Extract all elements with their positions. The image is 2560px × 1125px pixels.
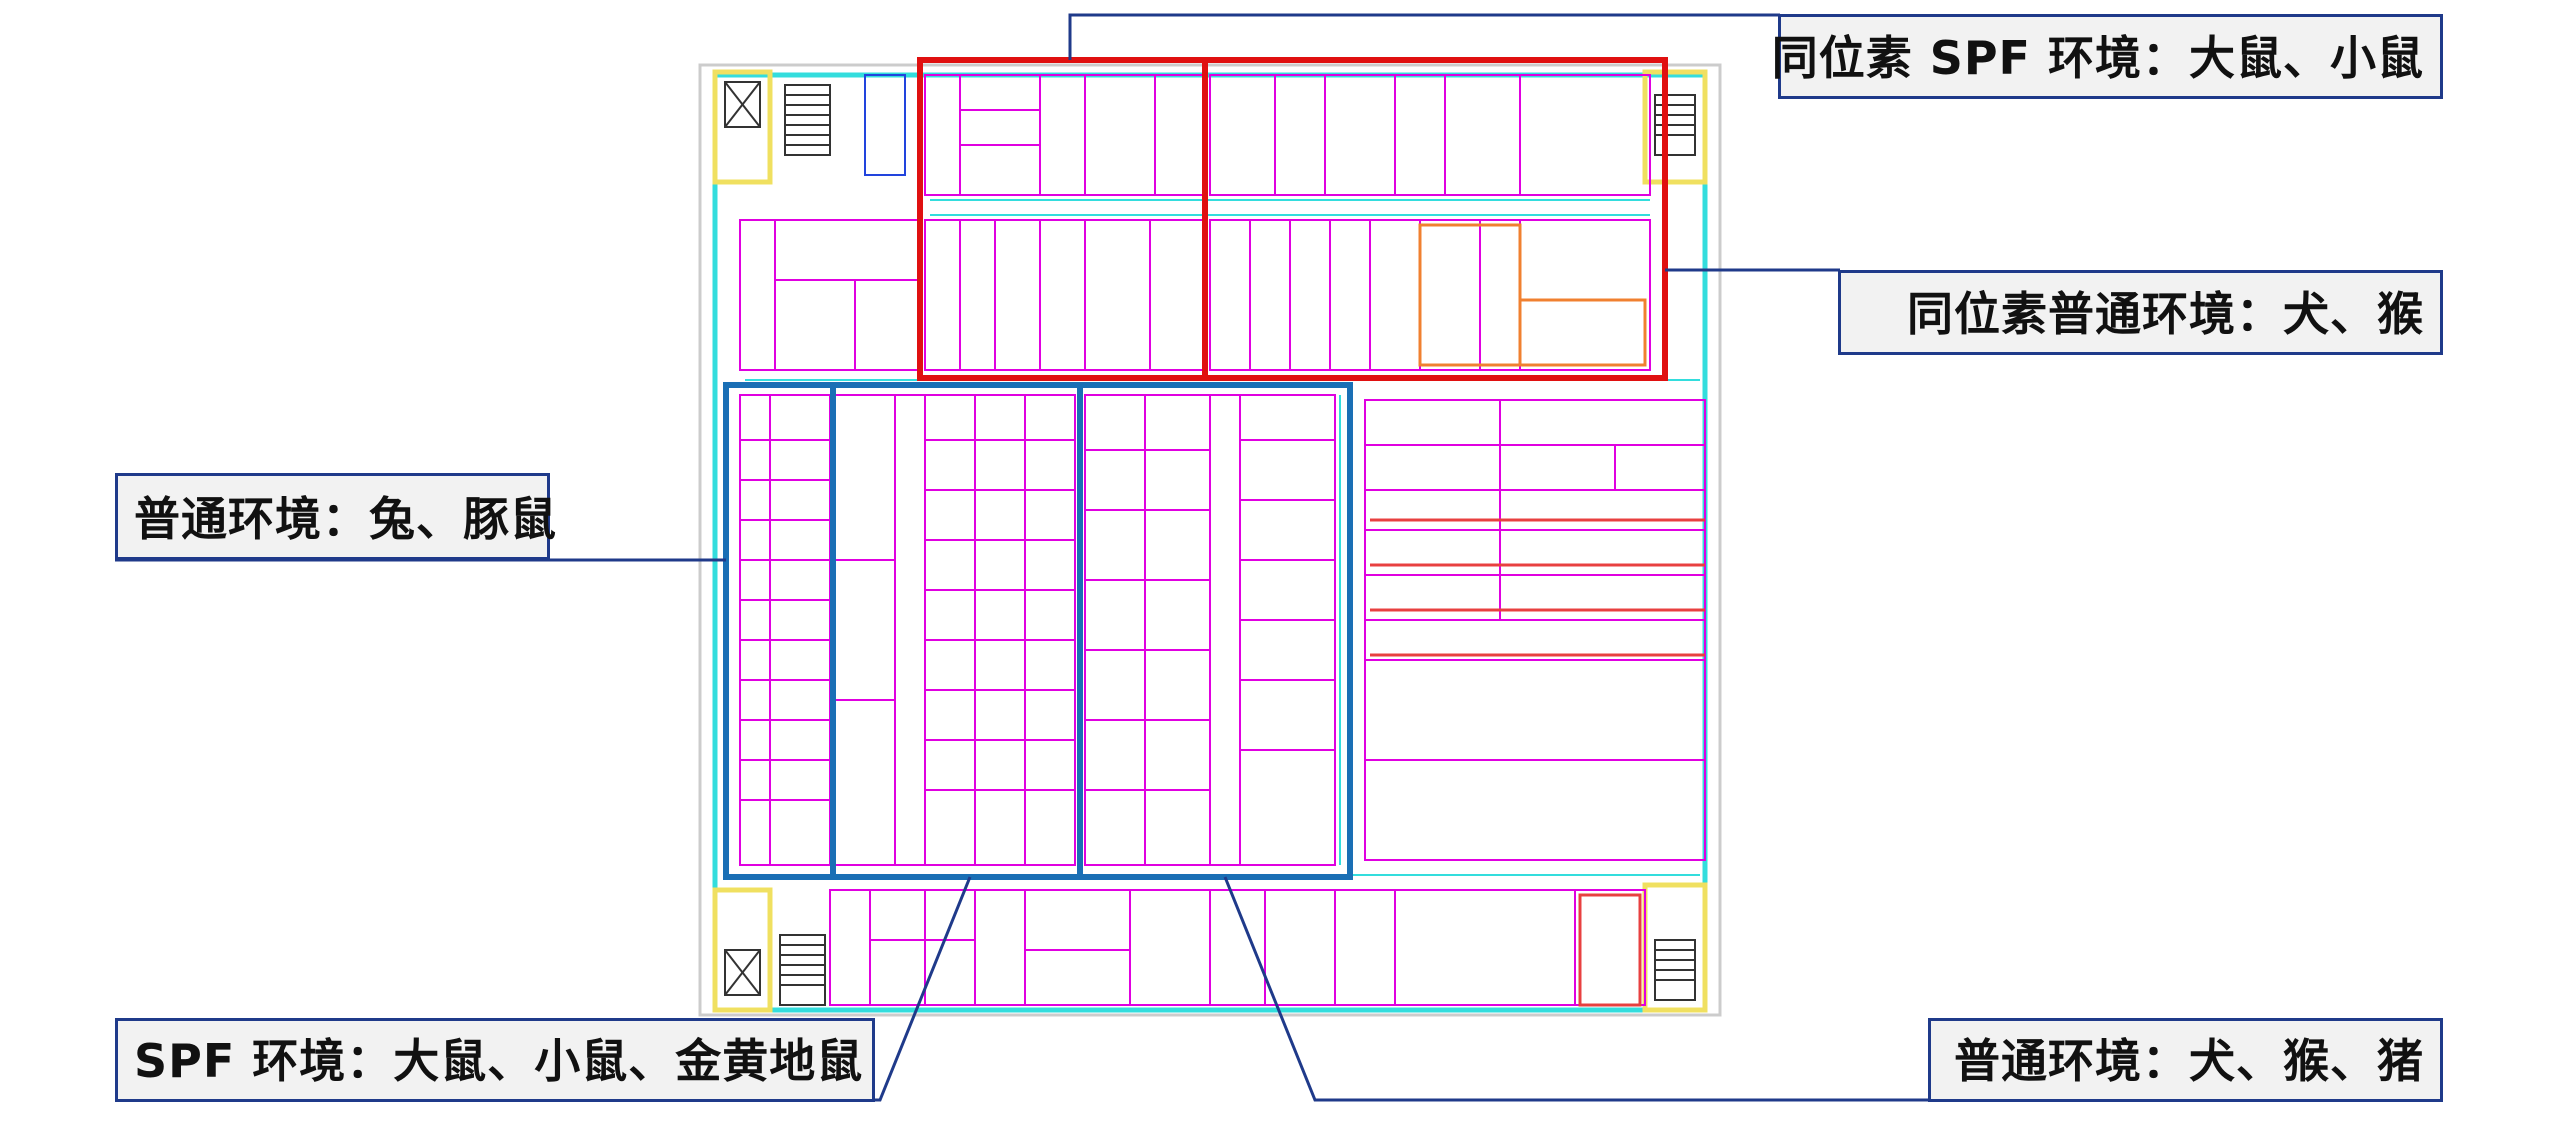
accent-walls <box>1370 223 1705 1007</box>
isotope-normal-zone <box>1202 57 1668 381</box>
label-normal-rabbit: 普通环境：兔、豚鼠 <box>115 473 556 560</box>
spf-rodent-zone <box>830 382 1083 880</box>
label-isotope-normal-text: 同位素普通环境：犬、猴 <box>1907 287 2424 341</box>
label-spf-rodent: SPF 环境：大鼠、小鼠、金黄地鼠 <box>115 1018 875 1102</box>
label-normal-large-text: 普通环境：犬、猴、猪 <box>1954 1034 2424 1088</box>
large-animal-zone <box>1077 382 1353 880</box>
leader-lines <box>115 13 1930 1102</box>
zone-outlines <box>723 57 1668 880</box>
label-isotope-spf: 同位素 SPF 环境：大鼠、小鼠 <box>1772 14 2443 99</box>
stair-cores <box>712 69 1708 1013</box>
label-spf-rodent-text: SPF 环境：大鼠、小鼠、金黄地鼠 <box>134 1034 864 1088</box>
rabbit-zone <box>723 382 836 880</box>
label-isotope-spf-text: 同位素 SPF 环境：大鼠、小鼠 <box>1771 31 2424 85</box>
room-walls <box>739 74 1706 1006</box>
label-normal-large: 普通环境：犬、猴、猪 <box>1928 1018 2443 1102</box>
label-isotope-normal: 同位素普通环境：犬、猴 <box>1838 270 2443 355</box>
label-normal-rabbit-text: 普通环境：兔、豚鼠 <box>134 492 557 546</box>
